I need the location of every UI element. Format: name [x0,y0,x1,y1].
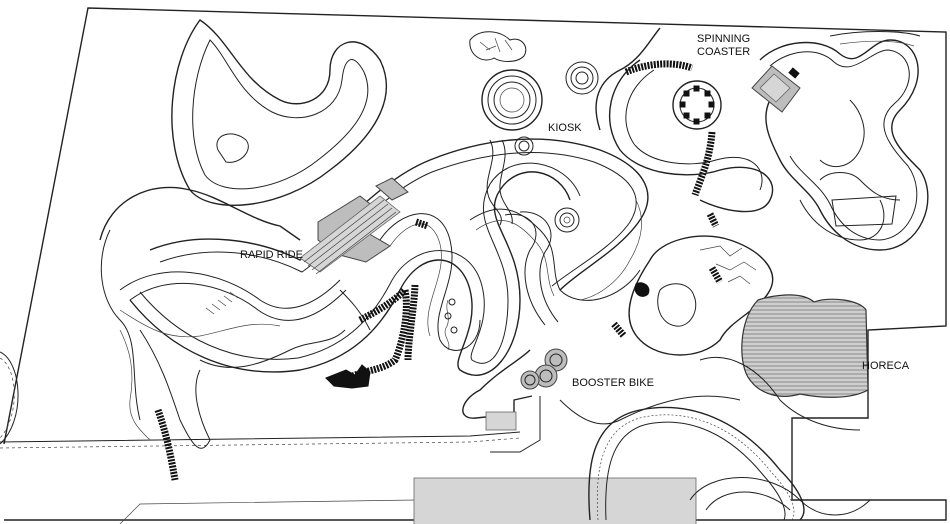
bottom-curve-path [559,395,741,425]
left-ledge [139,329,211,449]
ramp-bridge [504,213,546,326]
main-path-a [149,138,649,291]
river-channel-2 [475,220,555,297]
site-boundary-inner [119,499,417,524]
wave-track [199,329,346,368]
kiosk-small-circle [514,136,534,156]
black-track-center-2 [404,284,419,361]
booster-bike-shed [485,411,517,431]
black-track-center [343,282,410,384]
left-ledge-2 [119,329,151,441]
ramp-bridge-left [486,139,502,226]
connector-path [339,289,371,331]
kiosk-label: KIOSK [548,122,582,134]
hatch-ladder [205,291,239,315]
pond [216,133,249,163]
kiosk-circle [481,69,543,131]
pebble-chain [444,299,450,351]
upper-right-path [595,27,661,131]
left-bank [119,309,281,338]
ramp-bridge-left-2 [499,139,513,225]
pebble-2 [444,312,452,320]
booster-bike-line [490,396,541,453]
spinning-coaster-path-2 [625,69,763,191]
pebble [448,298,456,306]
outer-path [171,19,388,206]
coaster-train-building [751,65,801,113]
spinning-coaster-path [608,59,774,213]
bottom-right-coaster [588,406,871,521]
rapid-ride-station [299,177,409,275]
center-round-feature [554,207,580,233]
plaza-area [413,477,697,524]
black-track-top [624,60,694,76]
horeca-building [741,294,869,398]
railway-curve-2 [0,357,15,439]
black-track-bottom [325,364,371,389]
booster-bike-station [520,348,568,390]
tree-branch-cluster [699,245,757,285]
booster-bike-path [462,349,533,419]
site-boundary [3,7,947,521]
island-black-dot [634,282,650,297]
black-track-right-3 [708,266,724,284]
left-track-lower-2 [129,282,347,321]
island-inner [657,283,697,327]
pebble-3 [450,326,458,334]
black-track-center-3 [611,321,627,339]
left-track-lower [119,271,341,309]
meander-path-2 [389,223,442,337]
left-boundary [100,229,141,421]
railway-track-2 [0,437,521,449]
ramp-bridge-2 [519,211,559,323]
left-track-outer [99,186,301,241]
spinning-coaster-station [672,80,722,130]
railway-track [0,431,521,443]
outer-path-inner [192,39,369,190]
spiral-feature [565,61,599,95]
booster-bike-label: BOOSTER BIKE [572,377,654,389]
black-track-left [154,408,179,481]
rock-edge [579,199,642,301]
main-path-d [139,162,581,364]
spinning-coaster-label-line2: COASTER [697,46,750,58]
spinning-coaster-label-line1: SPINNING [697,33,750,45]
right-rectangle-feature [831,195,897,227]
black-track-short-1 [414,218,430,230]
black-track-right [691,131,716,197]
central-island [628,235,774,356]
meander-path [379,213,481,351]
rapid-ride-label: RAPID RIDE [240,249,303,261]
horeca-label: HORECA [862,360,910,372]
black-track-right-2 [706,212,720,228]
right-coaster-track [759,31,929,251]
main-path-b [159,152,637,287]
railway-curve [0,351,19,445]
horeca-path [699,356,861,431]
tree-cluster-top [469,31,527,62]
